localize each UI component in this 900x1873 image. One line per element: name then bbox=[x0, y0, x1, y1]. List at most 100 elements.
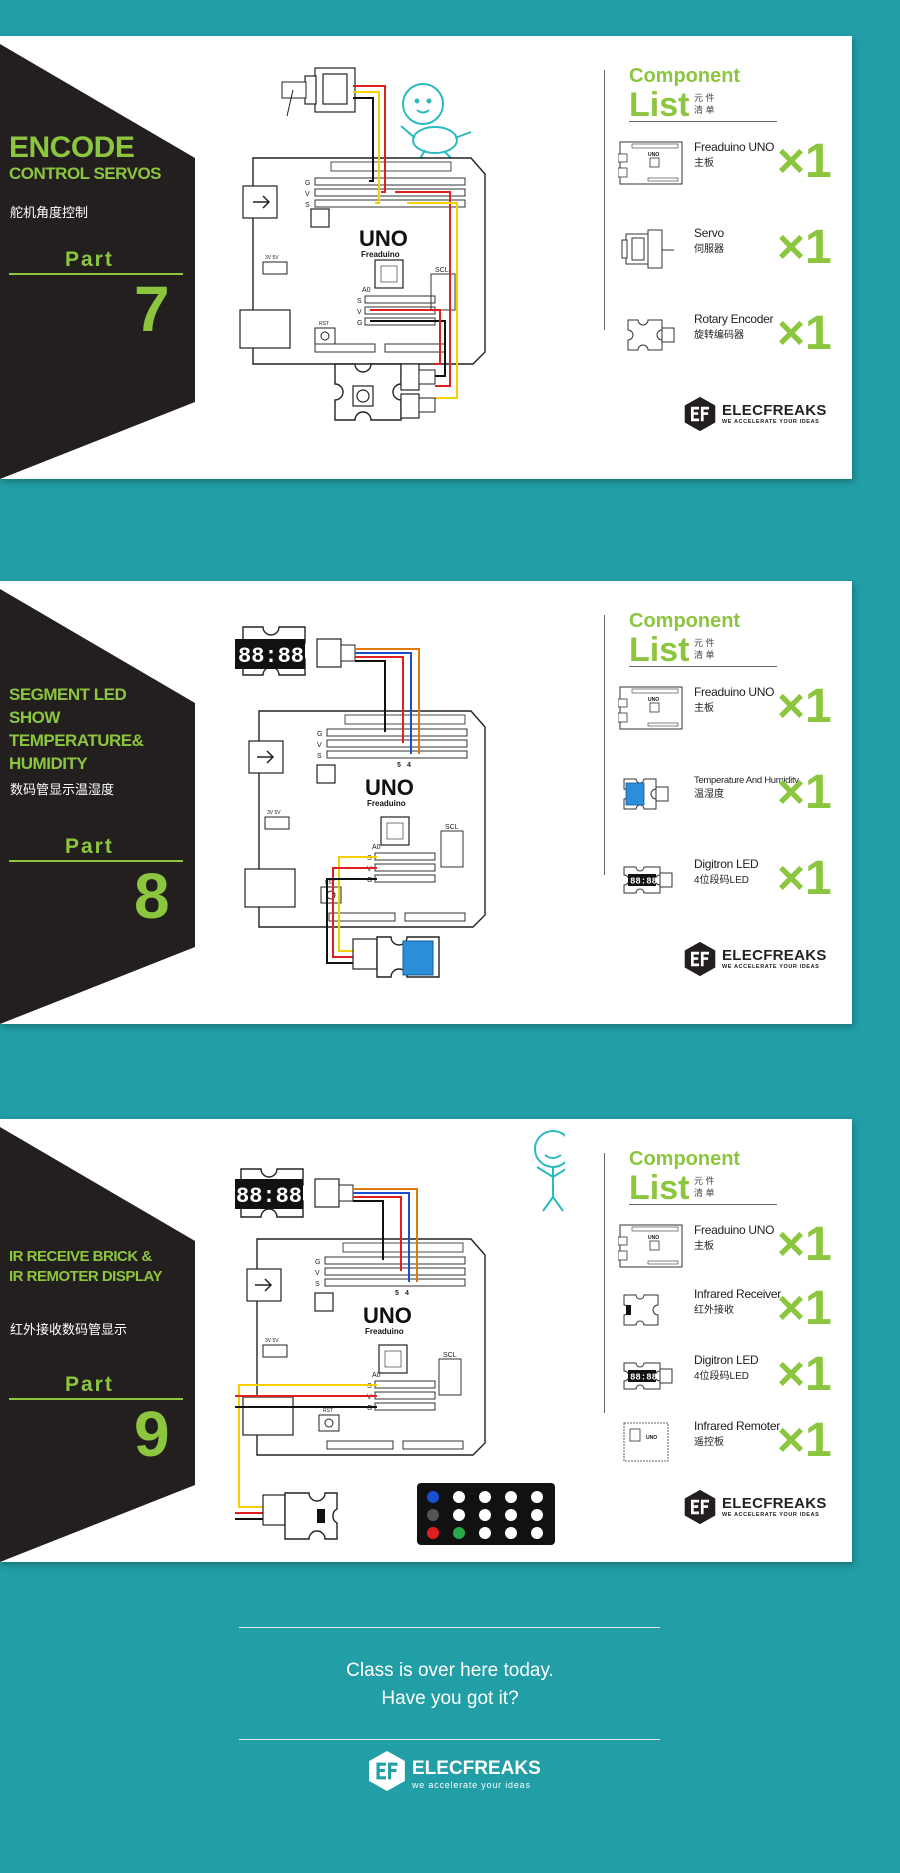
board-icon bbox=[618, 138, 684, 188]
svg-text:SCL: SCL bbox=[435, 267, 449, 274]
lesson-subtitle: 红外接收数码管显示 bbox=[10, 1322, 128, 1337]
svg-text:V: V bbox=[357, 309, 362, 316]
brand-tagline: WE ACCELERATE YOUR IDEAS bbox=[722, 419, 820, 425]
elecfreaks-logo-icon bbox=[682, 1489, 718, 1525]
component-name-cn: 4位段码LED bbox=[694, 1371, 750, 1382]
elecfreaks-logo-icon bbox=[682, 396, 718, 432]
component-quantity: ×1 bbox=[777, 766, 832, 819]
footer-brand-name: ELECFREAKS bbox=[412, 1758, 541, 1779]
footer-brand-logo: ELECFREAKS we accelerate your ideas bbox=[366, 1750, 566, 1800]
svg-text:V: V bbox=[367, 866, 372, 873]
svg-text:V: V bbox=[317, 742, 322, 749]
title-panel bbox=[0, 44, 195, 479]
remote-button bbox=[479, 1527, 491, 1539]
component-list-title: List bbox=[629, 631, 690, 669]
component-name: Freaduino UNO bbox=[694, 1223, 775, 1237]
svg-text:S: S bbox=[315, 1281, 320, 1288]
board-label: UNO bbox=[365, 775, 414, 800]
mascot-character bbox=[400, 83, 472, 165]
svg-text:V: V bbox=[367, 1394, 372, 1401]
component-name-cn: 4位段码LED bbox=[694, 875, 750, 886]
component-item: Infrared Receiver 红外接收 ×1 bbox=[614, 1279, 844, 1349]
remote-button bbox=[453, 1491, 465, 1503]
component-name: Freaduino UNO bbox=[694, 140, 775, 154]
component-quantity: ×1 bbox=[777, 680, 832, 733]
component-name-cn: 温湿度 bbox=[694, 789, 724, 800]
board-sublabel: Freaduino bbox=[367, 799, 406, 808]
board-label: UNO bbox=[363, 1303, 412, 1328]
title-line: SEGMENT LED bbox=[9, 685, 127, 704]
svg-text:5: 5 bbox=[397, 762, 401, 769]
brand-name: ELECFREAKS bbox=[722, 947, 827, 964]
component-list: Component List 元 件 清 单 Freaduino UNO 主板 … bbox=[604, 581, 844, 1024]
component-name: Rotary Encoder bbox=[694, 312, 774, 326]
brand-logo: ELECFREAKS WE ACCELERATE YOUR IDEAS bbox=[682, 1489, 826, 1530]
svg-text:SCL: SCL bbox=[443, 1352, 457, 1359]
lesson-title: ENCODE CONTROL SERVOS bbox=[9, 131, 162, 183]
board-sublabel: Freaduino bbox=[365, 1327, 404, 1336]
component-list: Component List 元 件 清 单 Freaduino UNO 主板 … bbox=[604, 1119, 844, 1562]
footer-divider-top bbox=[239, 1627, 660, 1628]
rotary-encoder-icon bbox=[618, 310, 678, 360]
brand-name: ELECFREAKS bbox=[722, 402, 827, 419]
component-name: Infrared Receiver bbox=[694, 1287, 781, 1301]
part-label: Part bbox=[65, 1373, 114, 1396]
svg-text:4: 4 bbox=[407, 762, 411, 769]
brand-tagline: WE ACCELERATE YOUR IDEAS bbox=[722, 964, 820, 970]
part-label: Part bbox=[65, 835, 114, 858]
uno-board: 3V 5V RST UNO Freaduino G V S bbox=[242, 1238, 486, 1456]
component-list-cn: 元 件 清 单 bbox=[694, 93, 715, 115]
component-quantity: ×1 bbox=[777, 1218, 832, 1271]
temperature-humidity-sensor-icon bbox=[618, 769, 678, 819]
svg-text:V: V bbox=[305, 191, 310, 198]
remote-button bbox=[505, 1491, 517, 1503]
remote-button bbox=[427, 1491, 439, 1503]
component-item: Temperature And Humidity 温湿度 ×1 bbox=[614, 763, 844, 833]
remote-button bbox=[453, 1527, 465, 1539]
part-divider bbox=[9, 273, 183, 275]
footer-brand-tagline: we accelerate your ideas bbox=[412, 1780, 531, 1790]
component-name: Digitron LED bbox=[694, 857, 759, 871]
component-list-divider bbox=[604, 615, 605, 875]
digitron-led-module: 88:88 bbox=[235, 626, 356, 676]
wiring-diagram: 88:88 3V 5V RST UNO Freaduino bbox=[235, 1130, 565, 1545]
elecfreaks-logo-icon bbox=[366, 1750, 408, 1792]
rotary-encoder-module bbox=[334, 363, 436, 421]
part-divider bbox=[9, 1398, 183, 1400]
title-panel bbox=[0, 1127, 195, 1562]
component-name: Freaduino UNO bbox=[694, 685, 775, 699]
remote-button bbox=[531, 1527, 543, 1539]
brand-logo: ELECFREAKS WE ACCELERATE YOUR IDEAS bbox=[682, 396, 826, 437]
component-name-cn: 红外接收 bbox=[694, 1305, 734, 1316]
infrared-receiver-module bbox=[262, 1492, 338, 1540]
footer-message-line-2: Have you got it? bbox=[381, 1688, 519, 1709]
component-name: Servo bbox=[694, 226, 724, 240]
component-item: Infrared Remoter 遥控板 ×1 bbox=[614, 1411, 844, 1481]
footer-divider-bottom bbox=[239, 1739, 660, 1740]
part-label: Part bbox=[65, 248, 114, 271]
infrared-remoter-icon bbox=[618, 1417, 678, 1467]
mascot-character bbox=[534, 1130, 565, 1212]
uno-board: 3V 5V RST UNO Freaduino G V S bbox=[244, 710, 486, 928]
remote-button bbox=[427, 1527, 439, 1539]
svg-text:G: G bbox=[317, 731, 322, 738]
remote-button bbox=[505, 1527, 517, 1539]
svg-text:S: S bbox=[367, 1383, 372, 1390]
svg-text:A0: A0 bbox=[372, 1372, 381, 1379]
segment-display: 88:88 bbox=[238, 644, 304, 669]
uno-board: 3V 5V RST UNO Freaduino G V S bbox=[239, 157, 486, 365]
board-icon bbox=[618, 1221, 684, 1271]
component-item: Freaduino UNO 主板 ×1 bbox=[614, 677, 844, 747]
remote-button bbox=[479, 1509, 491, 1521]
svg-text:3V 5V: 3V 5V bbox=[265, 255, 279, 261]
svg-text:S: S bbox=[305, 202, 310, 209]
component-name: Infrared Remoter bbox=[694, 1419, 780, 1433]
svg-text:G: G bbox=[367, 877, 372, 884]
wiring-diagram: 3V 5V RST UNO Freaduino G V S bbox=[239, 67, 486, 421]
lesson-title: IR RECEIVE BRICK & IR REMOTER DISPLAY bbox=[9, 1247, 162, 1287]
component-quantity: ×1 bbox=[777, 221, 832, 274]
title-line: ENCODE bbox=[9, 131, 135, 164]
svg-text:V: V bbox=[315, 1270, 320, 1277]
svg-text:A0: A0 bbox=[372, 844, 381, 851]
component-name-cn: 遥控板 bbox=[694, 1437, 724, 1448]
